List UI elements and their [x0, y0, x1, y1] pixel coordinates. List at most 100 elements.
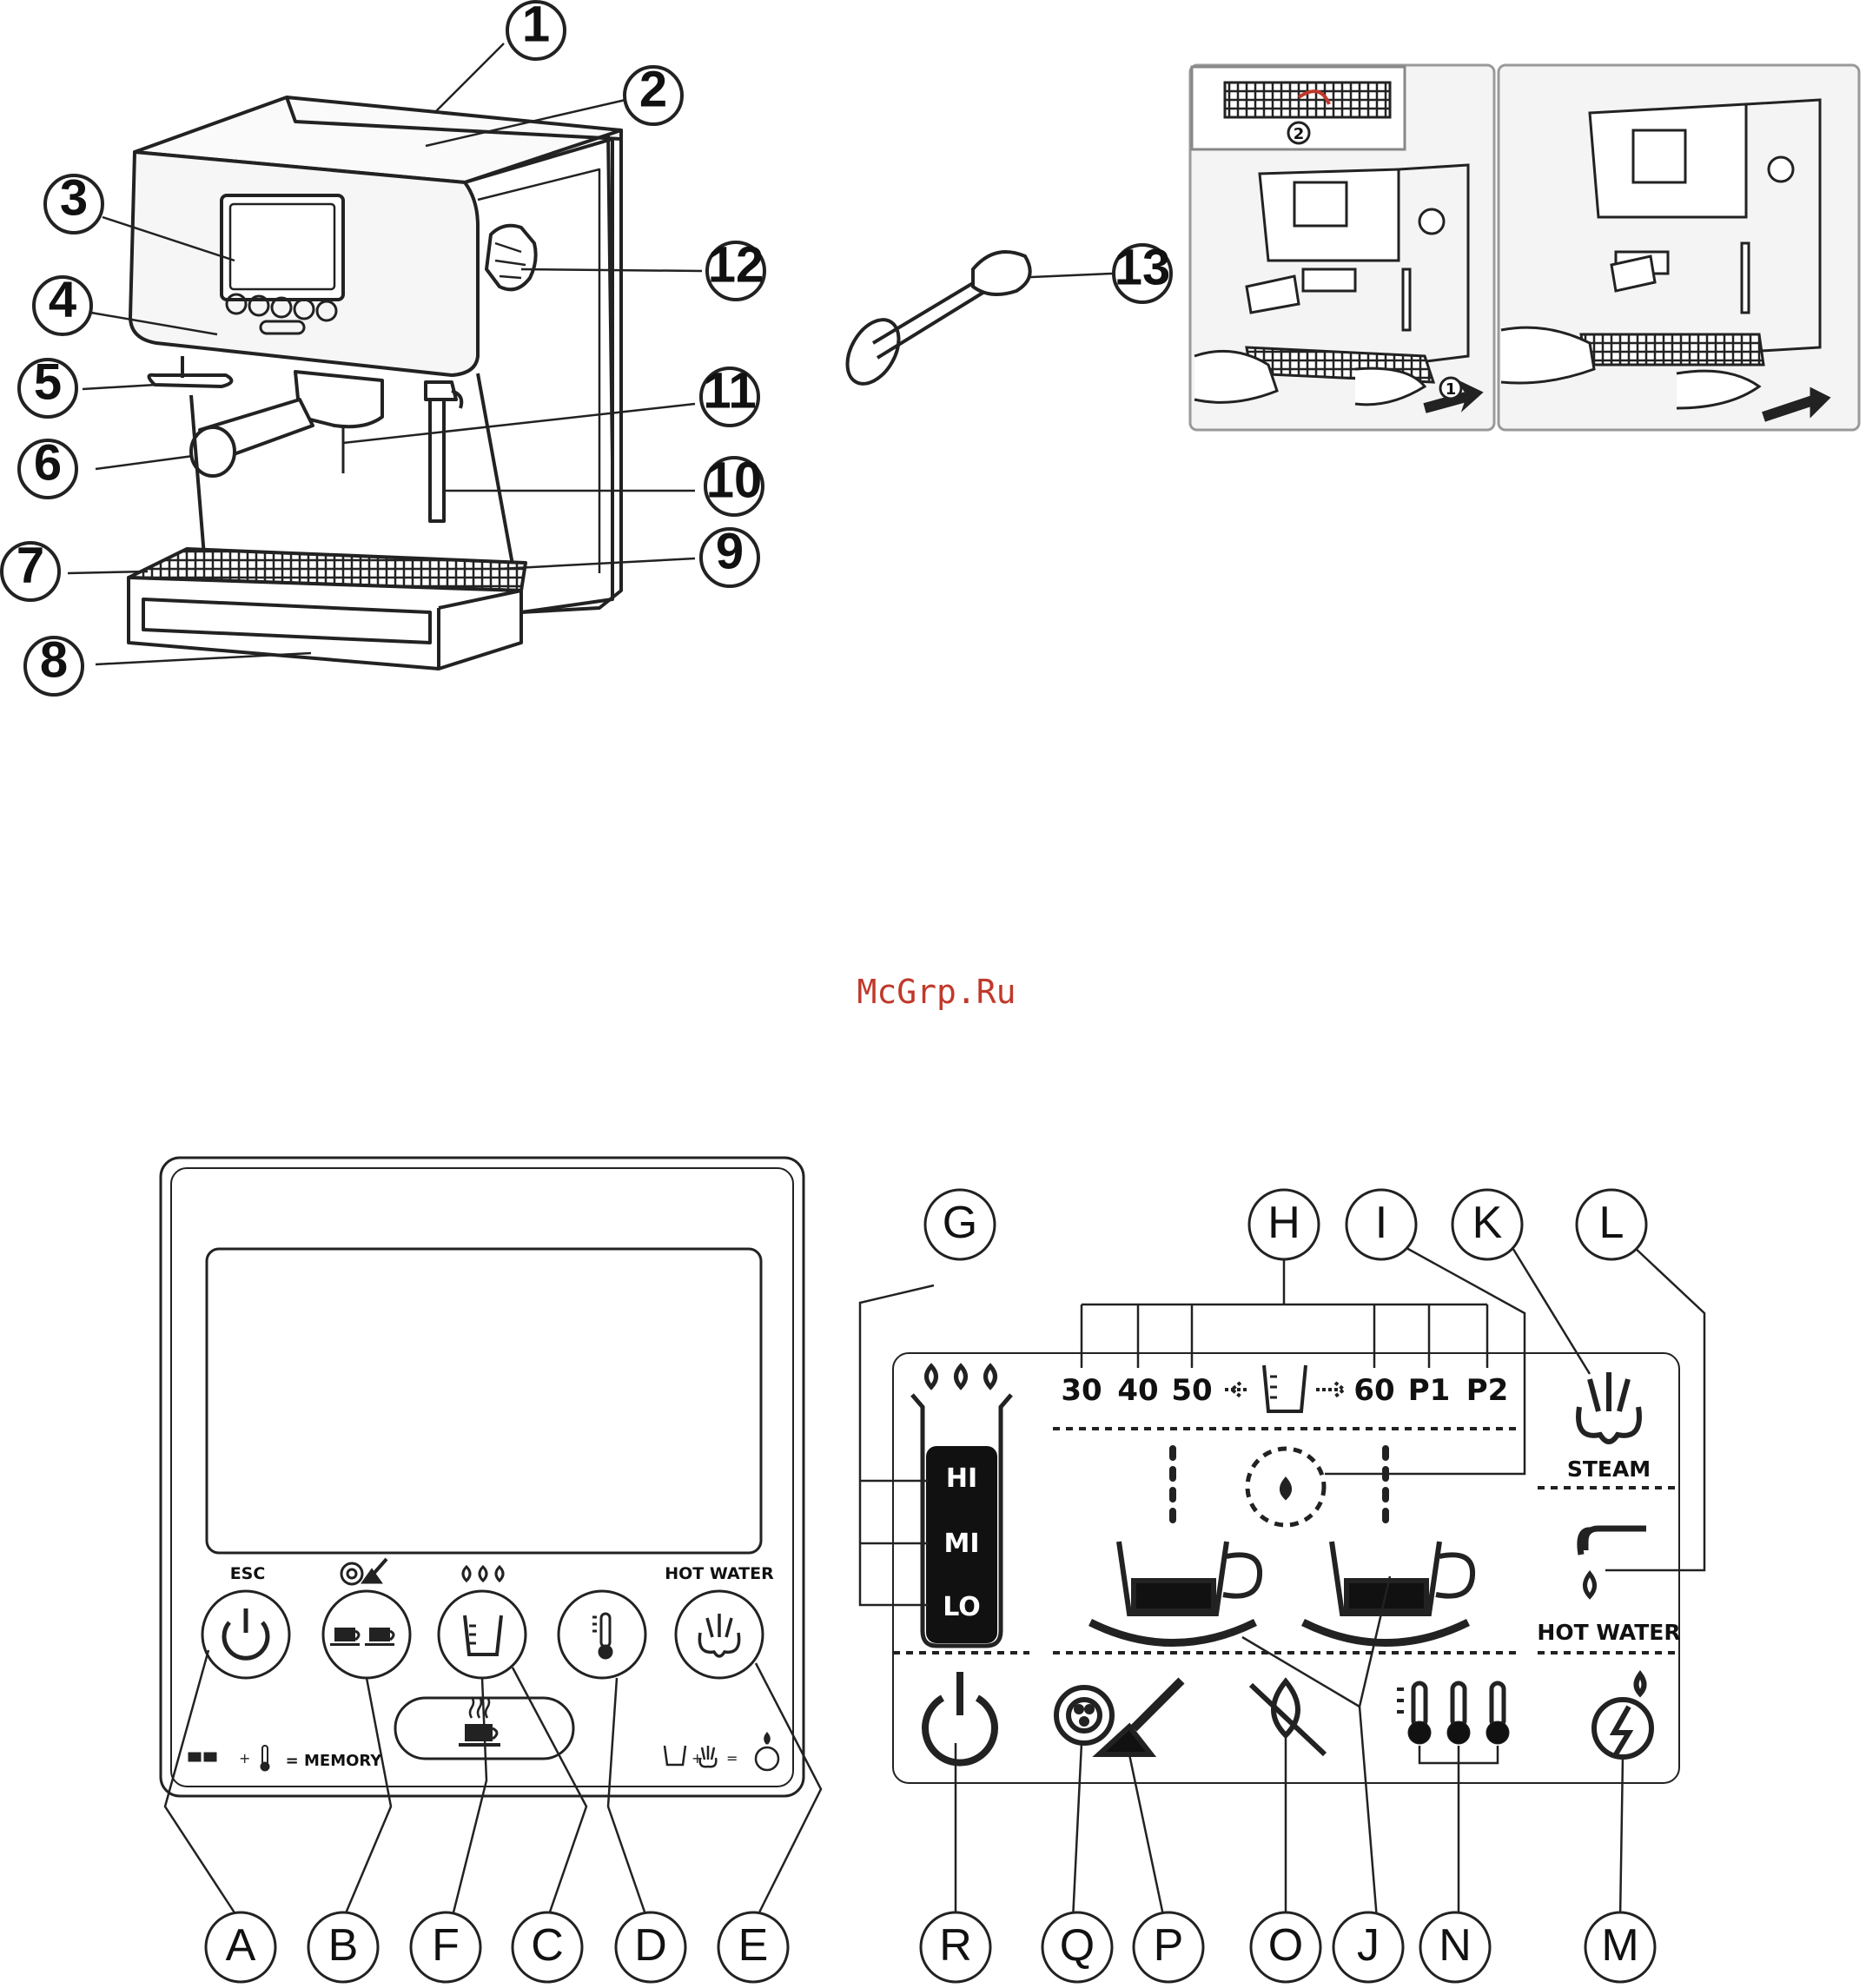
callout-p-label: P — [1154, 1920, 1184, 1971]
volume-button[interactable] — [439, 1591, 526, 1678]
callout-n: N — [1420, 1912, 1490, 1982]
callout-c: C — [513, 1912, 582, 1982]
callout-3: 3 — [45, 170, 103, 233]
lcd-descale-icon — [1594, 1674, 1651, 1757]
callout-d-label: D — [634, 1920, 667, 1971]
callout-10: 10 — [705, 452, 763, 515]
callout-i-label: I — [1375, 1198, 1387, 1248]
callout-6: 6 — [19, 435, 76, 498]
power-button[interactable] — [202, 1591, 289, 1678]
volume-50: 50 — [1171, 1373, 1212, 1408]
espresso-machine-illustration — [129, 97, 621, 669]
callout-3-label: 3 — [60, 170, 88, 227]
volume-30: 30 — [1061, 1373, 1102, 1408]
callout-f-label: F — [432, 1920, 460, 1971]
level-mi: MI — [943, 1529, 979, 1559]
callout-11: 11 — [701, 363, 758, 426]
lcd-hot-water-label: HOT WATER — [1537, 1620, 1680, 1645]
svg-text:+: + — [239, 1750, 250, 1767]
callout-k-label: K — [1472, 1198, 1503, 1248]
callout-a-label: A — [226, 1920, 256, 1971]
steam-wand — [430, 391, 444, 521]
callout-q: Q — [1042, 1912, 1112, 1982]
level-hi: HI — [946, 1463, 977, 1494]
callout-9-label: 9 — [716, 524, 744, 580]
callout-g: G — [925, 1190, 995, 1259]
memory-combo-icons: + — [189, 1746, 269, 1771]
callout-8-label: 8 — [40, 632, 68, 689]
callout-7: 7 — [2, 538, 59, 600]
level-lo: LO — [943, 1592, 981, 1622]
callout-7-label: 7 — [17, 538, 44, 594]
callout-11-label: 11 — [703, 363, 756, 419]
callout-12-label: 12 — [708, 237, 764, 294]
esc-label: ESC — [230, 1564, 266, 1583]
steam-knob — [486, 226, 536, 290]
callout-e-label: E — [738, 1920, 769, 1971]
callout-4-label: 4 — [49, 272, 76, 328]
callout-h: H — [1249, 1190, 1319, 1259]
callout-8: 8 — [25, 632, 83, 695]
callout-13: 13 — [1114, 240, 1171, 302]
callout-4: 4 — [34, 272, 91, 334]
volume-40: 40 — [1117, 1373, 1158, 1408]
callout-n-label: N — [1439, 1920, 1472, 1971]
callout-j: J — [1333, 1912, 1403, 1982]
callout-p: P — [1134, 1912, 1203, 1982]
callout-m-label: M — [1601, 1920, 1638, 1971]
volume-p1: P1 — [1408, 1373, 1451, 1408]
callout-5-label: 5 — [34, 354, 62, 411]
callout-j-label: J — [1357, 1920, 1380, 1971]
lcd-hot-water-icon — [1580, 1529, 1646, 1596]
cup-select-button[interactable] — [323, 1591, 410, 1678]
hot-water-label: HOT WATER — [665, 1564, 774, 1583]
callout-f: F — [411, 1912, 480, 1982]
temperature-button[interactable] — [559, 1591, 645, 1678]
callout-l: L — [1577, 1190, 1646, 1259]
measuring-spoon-tamper — [837, 252, 1029, 393]
callout-h-label: H — [1267, 1198, 1300, 1248]
callout-1-label: 1 — [522, 0, 550, 53]
callout-d: D — [616, 1912, 685, 1982]
callout-2-label: 2 — [639, 62, 667, 118]
steam-label: STEAM — [1567, 1456, 1651, 1482]
callout-1: 1 — [507, 0, 565, 59]
volume-60: 60 — [1353, 1373, 1394, 1408]
single-cup-icon — [1090, 1449, 1260, 1643]
callout-o-label: O — [1268, 1920, 1303, 1971]
callout-g-label: G — [943, 1198, 977, 1248]
panel-callout-lines — [165, 1650, 821, 1919]
callout-i: I — [1347, 1190, 1416, 1259]
callout-m: M — [1585, 1912, 1655, 1982]
lcd-steam-icon — [1578, 1372, 1639, 1442]
volume-cup-icon — [1225, 1365, 1344, 1411]
volume-p2: P2 — [1466, 1373, 1509, 1408]
double-cup-icon — [1303, 1449, 1472, 1643]
callout-r-label: R — [939, 1920, 972, 1971]
callout-o: O — [1251, 1912, 1320, 1982]
panel-display-window — [207, 1249, 761, 1553]
drip-step-2: 2 — [1294, 125, 1305, 143]
callout-10-label: 10 — [706, 452, 763, 509]
callout-9: 9 — [701, 524, 758, 586]
callout-a: A — [206, 1912, 275, 1982]
descale-combo-icons: + = — [665, 1734, 778, 1770]
callout-b: B — [308, 1912, 378, 1982]
callout-k: K — [1452, 1190, 1522, 1259]
lcd-cleaning-icon — [1056, 1681, 1181, 1754]
lcd-no-water-icon — [1251, 1681, 1325, 1754]
callout-13-label: 13 — [1115, 240, 1171, 296]
callout-6-label: 6 — [34, 435, 62, 492]
clean-label-icon — [341, 1559, 387, 1584]
lcd-power-icon — [925, 1672, 995, 1763]
memory-label: = MEMORY — [286, 1752, 383, 1770]
steam-button[interactable] — [676, 1591, 763, 1678]
watermark: McGrp.Ru — [857, 973, 1016, 1011]
svg-text:=: = — [726, 1750, 738, 1767]
drip-step-1: 1 — [1446, 380, 1457, 399]
callout-r: R — [921, 1912, 990, 1982]
callout-l-label: L — [1599, 1198, 1624, 1248]
callout-e: E — [718, 1912, 788, 1982]
